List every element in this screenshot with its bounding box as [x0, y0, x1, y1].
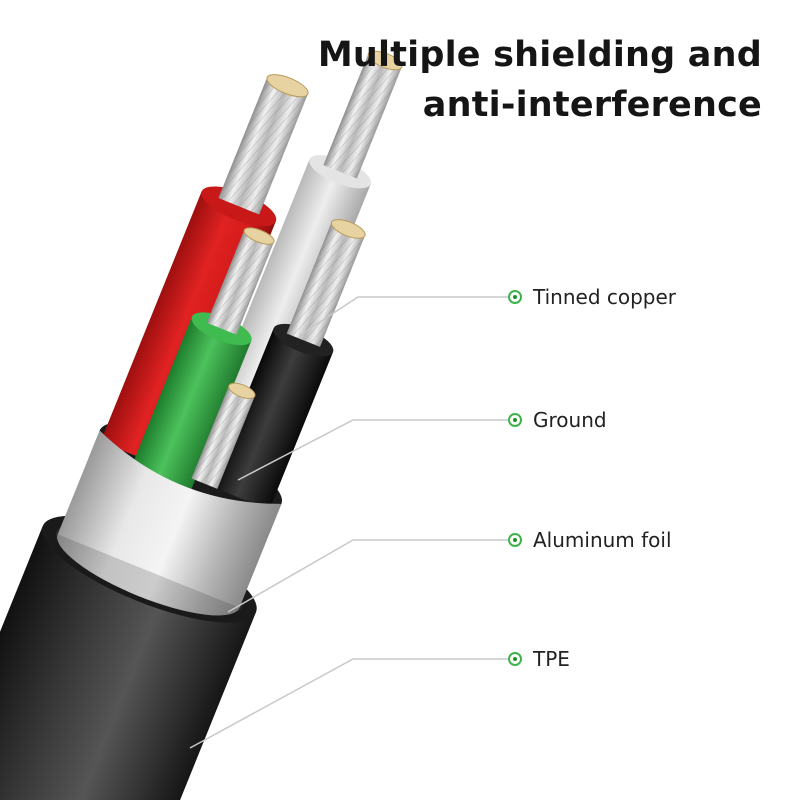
callout-label: TPE: [533, 647, 570, 671]
callout-ground: Ground: [508, 408, 607, 432]
callout-aluminum-foil: Aluminum foil: [508, 528, 672, 552]
callout-label: Ground: [533, 408, 607, 432]
target-dot-icon: [508, 413, 522, 427]
callout-label: Tinned copper: [533, 285, 677, 309]
title-line-2: anti-interference: [422, 85, 762, 125]
target-dot-icon: [508, 290, 522, 304]
leader-lines: [189, 296, 508, 749]
callout-tinned-copper: Tinned copper: [508, 285, 676, 309]
target-dot-icon: [508, 652, 522, 666]
callout-tpe: TPE: [508, 647, 570, 671]
target-dot-icon: [508, 533, 522, 547]
callout-label: Aluminum foil: [533, 528, 672, 552]
page-title: Multiple shielding and anti-interference: [318, 30, 762, 130]
title-line-1: Multiple shielding and: [317, 35, 762, 75]
